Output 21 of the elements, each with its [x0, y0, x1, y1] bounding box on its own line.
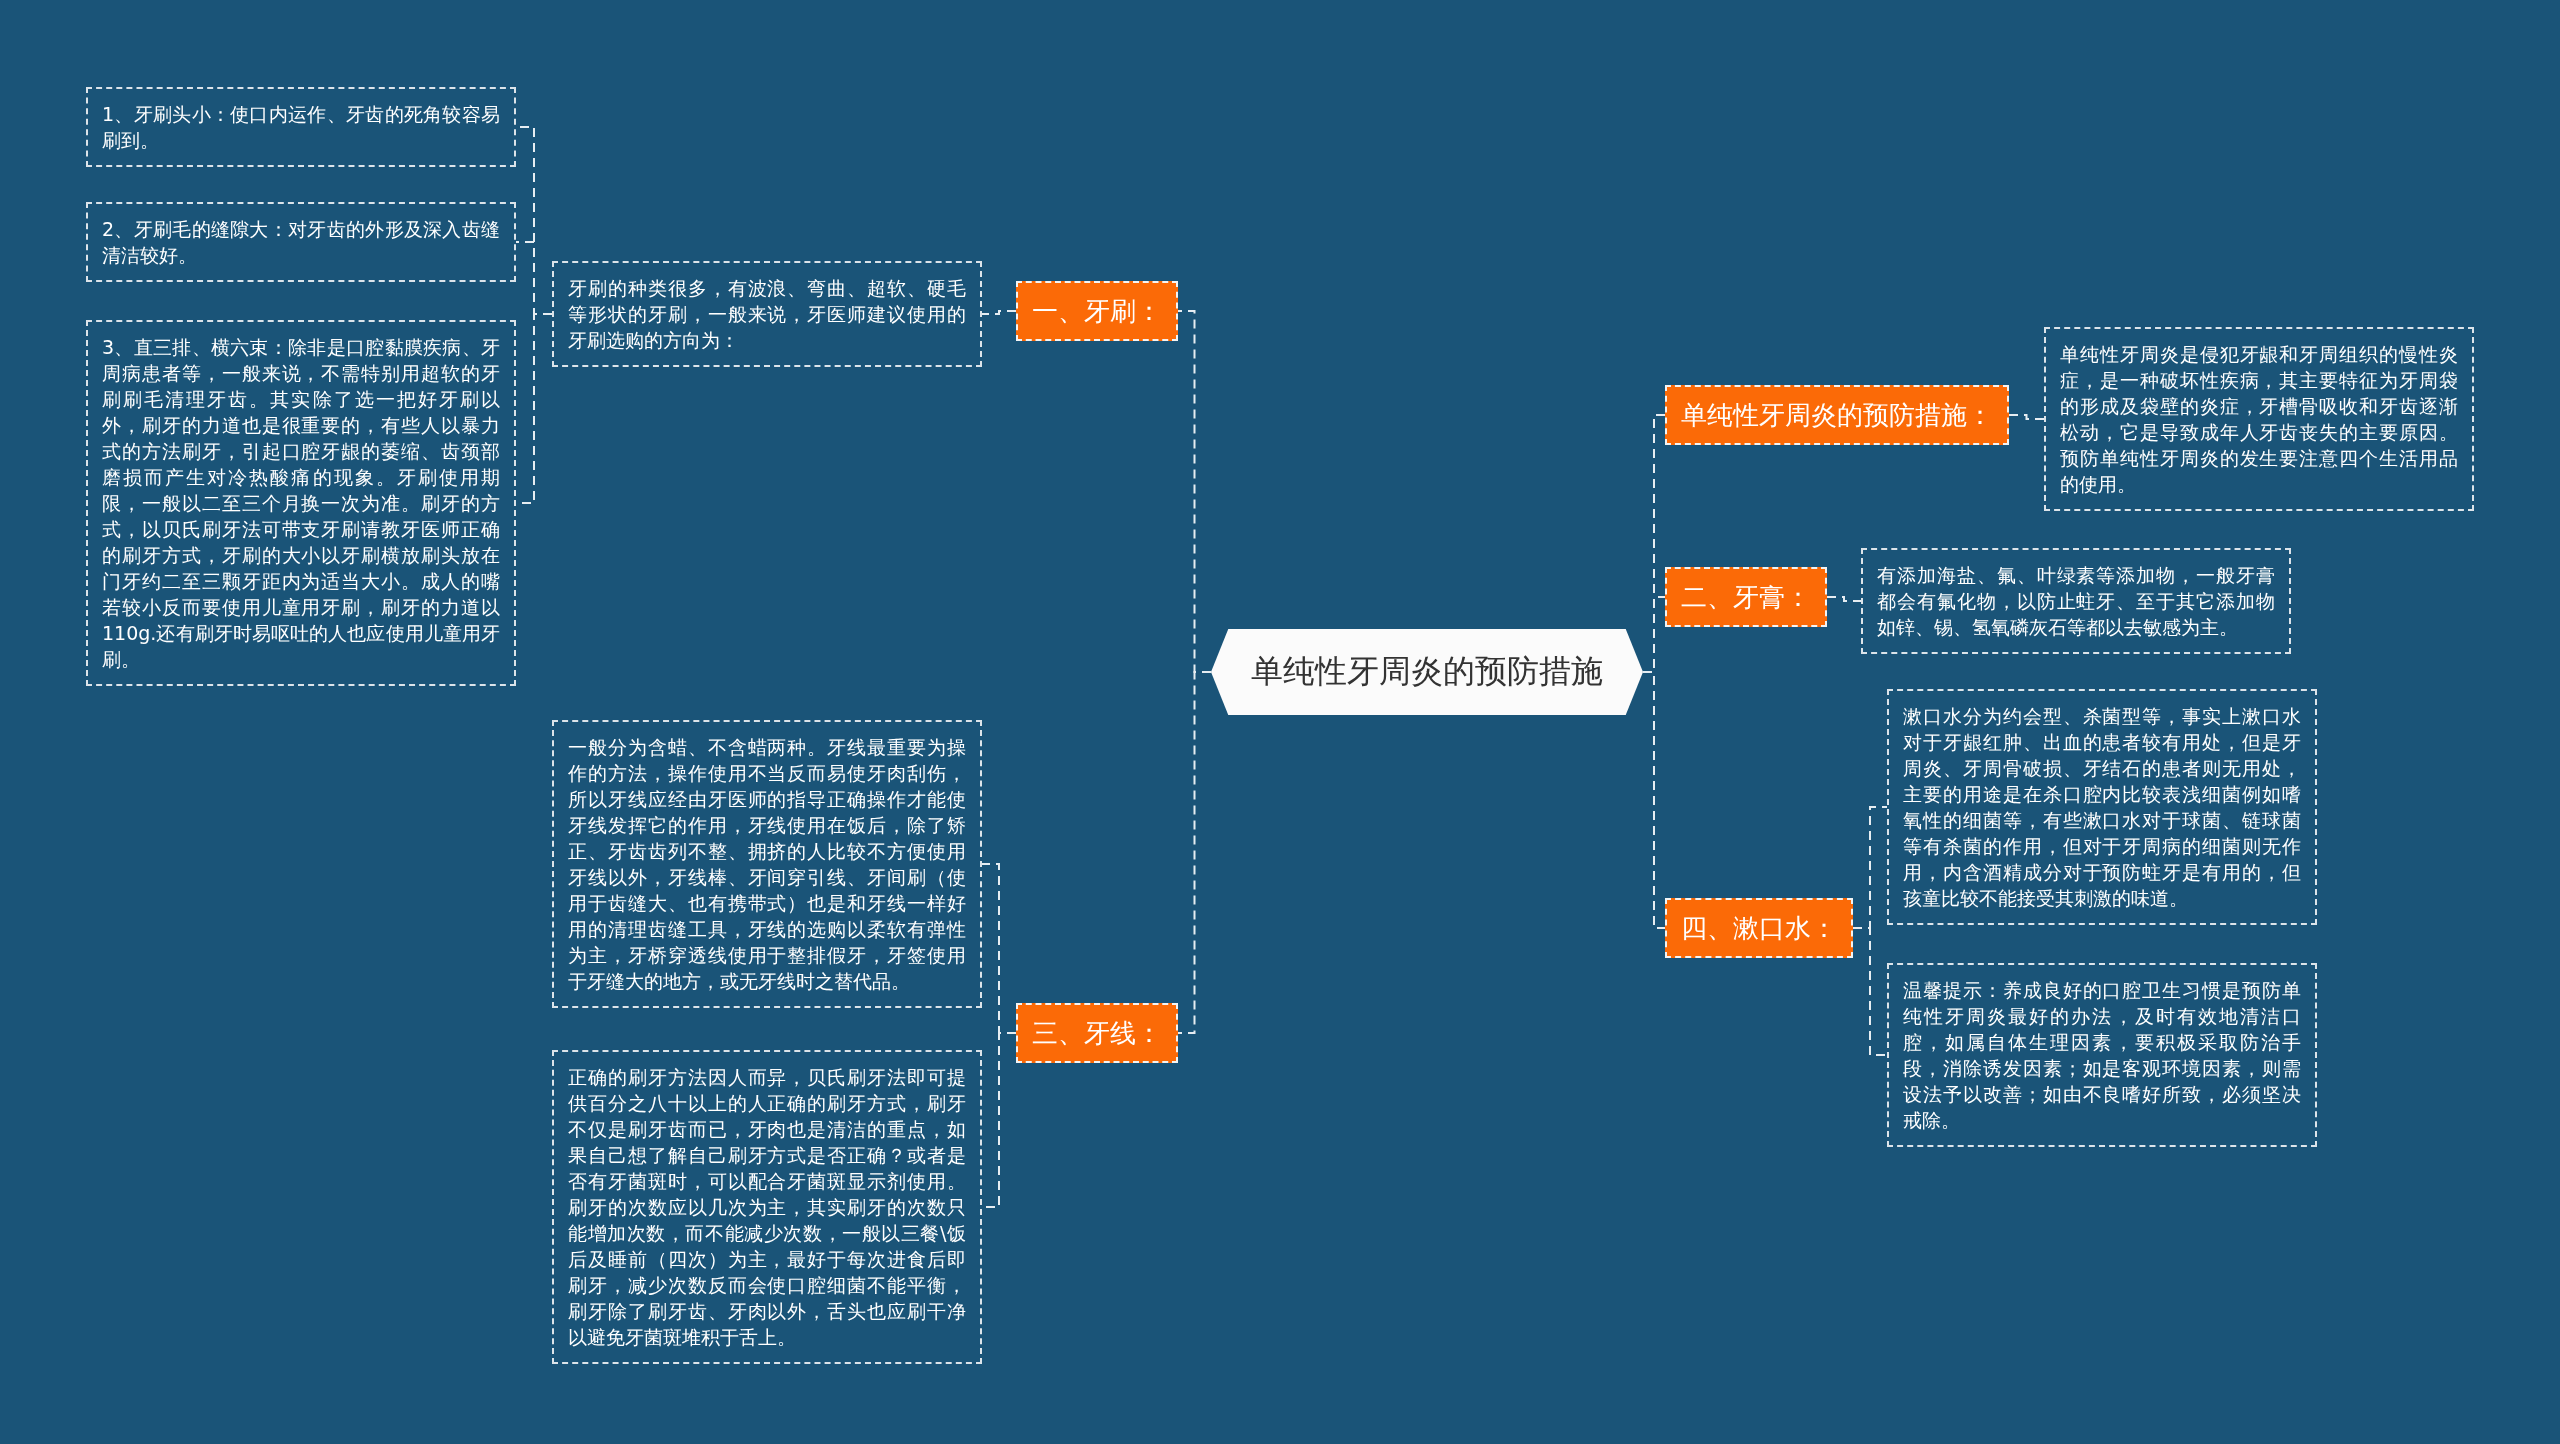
note-card: 单纯性牙周炎是侵犯牙龈和牙周组织的慢性炎症，是一种破坏性疾病，其主要特征为牙周袋的形成及袋壁的炎症，牙槽骨吸收和牙齿逐渐松动，它是导致成年人牙齿丧失的主要原因。预防单纯性牙周炎的发生要注意四个生活用品的使用。: [2044, 327, 2474, 511]
branch-topic: 四、漱口水：: [1665, 898, 1853, 958]
note-card: 正确的刷牙方法因人而异，贝氏刷牙法即可提供百分之八十以上的人正确的刷牙方式，刷牙不仅是刷牙齿而已，牙肉也是清洁的重点，如果自己想了解自己刷牙方式是否正确？或者是否有牙菌斑时，可以配合牙菌斑显示剂使用。刷牙的次数应以几次为主，其实刷牙的次数只能增加次数，而不能减少次数，一般以三餐\饭后及睡前（四次）为主，最好于每次进食后即刷牙，减少次数反而会使口腔细菌不能平衡，刷牙除了刷牙齿、牙肉以外，舌头也应刷干净以避免牙菌斑堆积于舌上。: [552, 1050, 982, 1364]
connector-line: [1642, 671, 1666, 929]
connector-line: [1852, 927, 1888, 1056]
branch-topic: 二、牙膏：: [1665, 567, 1827, 627]
note-card: 一般分为含蜡、不含蜡两种。牙线最重要为操作的方法，操作使用不当反而易使牙肉刮伤，所以牙线应经由牙医师的指导正确操作才能使牙线发挥它的作用，牙线使用在饭后，除了矫正、牙齿齿列不整、拥挤的人比较不方便使用牙线以外，牙线棒、牙间穿引线、牙间刷（使用于齿缝大、也有携带式）也是和牙线一样好用的清理齿缝工具，牙线的选购以柔软有弹性为主，牙桥穿透线使用于整排假牙，牙签使用于牙缝大的地方，或无牙线时之替代品。: [552, 720, 982, 1008]
branch-topic: 三、牙线：: [1016, 1003, 1178, 1063]
note-card: 有添加海盐、氟、叶绿素等添加物，一般牙膏都会有氟化物，以防止蛀牙、至于其它添加物如锌、锡、氢氧磷灰石等都以去敏感为主。: [1861, 548, 2291, 654]
connector-line: [1826, 596, 1862, 602]
note-card: 2、牙刷毛的缝隙大：对牙齿的外形及深入齿缝清洁较好。: [86, 202, 516, 282]
note-card: 温馨提示：养成良好的口腔卫生习惯是预防单纯性牙周炎最好的办法，及时有效地清洁口腔，如属自体生理因素，要积极采取防治手段，消除诱发因素；如是客观环境因素，则需设法予以改善；如由不良嗜好所致，必须坚决戒除。: [1887, 963, 2317, 1147]
connector-line: [2008, 414, 2045, 420]
note-card: 牙刷的种类很多，有波浪、弯曲、超软、硬毛等形状的牙刷，一般来说，牙医师建议使用的牙刷选购的方向为：: [552, 261, 982, 367]
branch-topic: 一、牙刷：: [1016, 281, 1178, 341]
note-card: 1、牙刷头小：使口内运作、牙齿的死角较容易刷到。: [86, 87, 516, 167]
note-card: 漱口水分为约会型、杀菌型等，事实上漱口水对于牙龈红肿、出血的患者较有用处，但是牙周炎、牙周骨破损、牙结石的患者则无用处，主要的用途是在杀口腔内比较表浅细菌例如嗜氧性的细菌等，有些漱口水对于球菌、链球菌等有杀菌的作用，但对于牙周病的细菌则无作用，内含酒精成分对于预防蛀牙是有用的，但孩童比较不能接受其刺激的味道。: [1887, 689, 2317, 925]
connector-line: [981, 310, 1017, 315]
central-topic: 单纯性牙周炎的预防措施: [1211, 629, 1643, 715]
branch-topic: 单纯性牙周炎的预防措施：: [1665, 385, 2009, 445]
note-card: 3、直三排、横六束：除非是口腔黏膜疾病、牙周病患者等，一般来说，不需特别用超软的牙刷刷毛清理牙齿。其实除了选一把好牙刷以外，刷牙的力道也是很重要的，有些人以暴力式的方法刷牙，引起口腔牙龈的萎缩、齿颈部磨损而产生对冷热酸痛的现象。牙刷使用期限，一般以二至三个月换一次为准。刷牙的方式，以贝氏刷牙法可带支牙刷请教牙医师正确的刷牙方式，牙刷的大小以牙刷横放刷头放在门牙约二至三颗牙距内为适当大小。成人的嘴若较小反而要使用儿童用牙刷，刷牙的力道以110g.还有刷牙时易呕吐的人也应使用儿童用牙刷。: [86, 320, 516, 686]
